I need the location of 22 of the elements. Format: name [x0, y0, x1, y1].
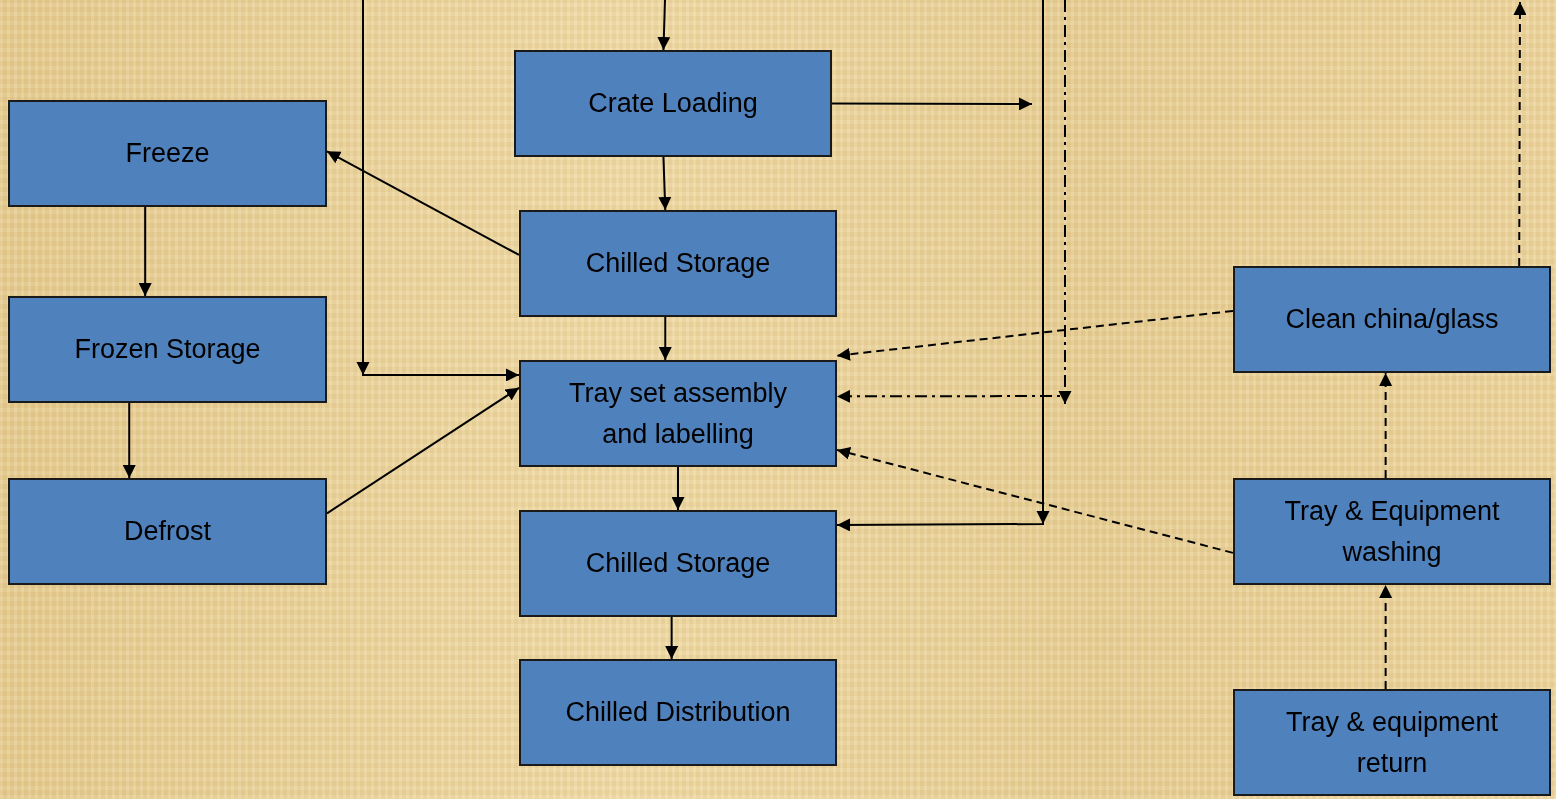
process-box: [519, 210, 837, 317]
process-box: [1233, 266, 1551, 373]
process-box: [519, 510, 837, 617]
step-label: Crate Loading: [588, 87, 758, 121]
process-box: [8, 296, 327, 403]
step-label: Freeze: [125, 137, 210, 171]
process-box: [8, 100, 327, 207]
step-label: Defrost: [124, 515, 211, 549]
process-box: [8, 478, 327, 585]
step-label: Frozen Storage: [74, 333, 261, 367]
process-box: [1233, 478, 1551, 585]
step-label: Tray & equipment return: [1284, 706, 1500, 780]
process-box: [1233, 689, 1551, 796]
process-box: [519, 659, 837, 766]
step-label: Tray set assembly and labelling: [567, 377, 789, 451]
step-label: Clean china/glass: [1285, 303, 1499, 337]
step-label: Tray & Equipment washing: [1283, 495, 1501, 569]
process-box: [514, 50, 832, 157]
step-label: Chilled Distribution: [565, 696, 791, 730]
step-label: Chilled Storage: [585, 547, 771, 581]
step-label: Chilled Storage: [585, 247, 771, 281]
process-box: [519, 360, 837, 467]
